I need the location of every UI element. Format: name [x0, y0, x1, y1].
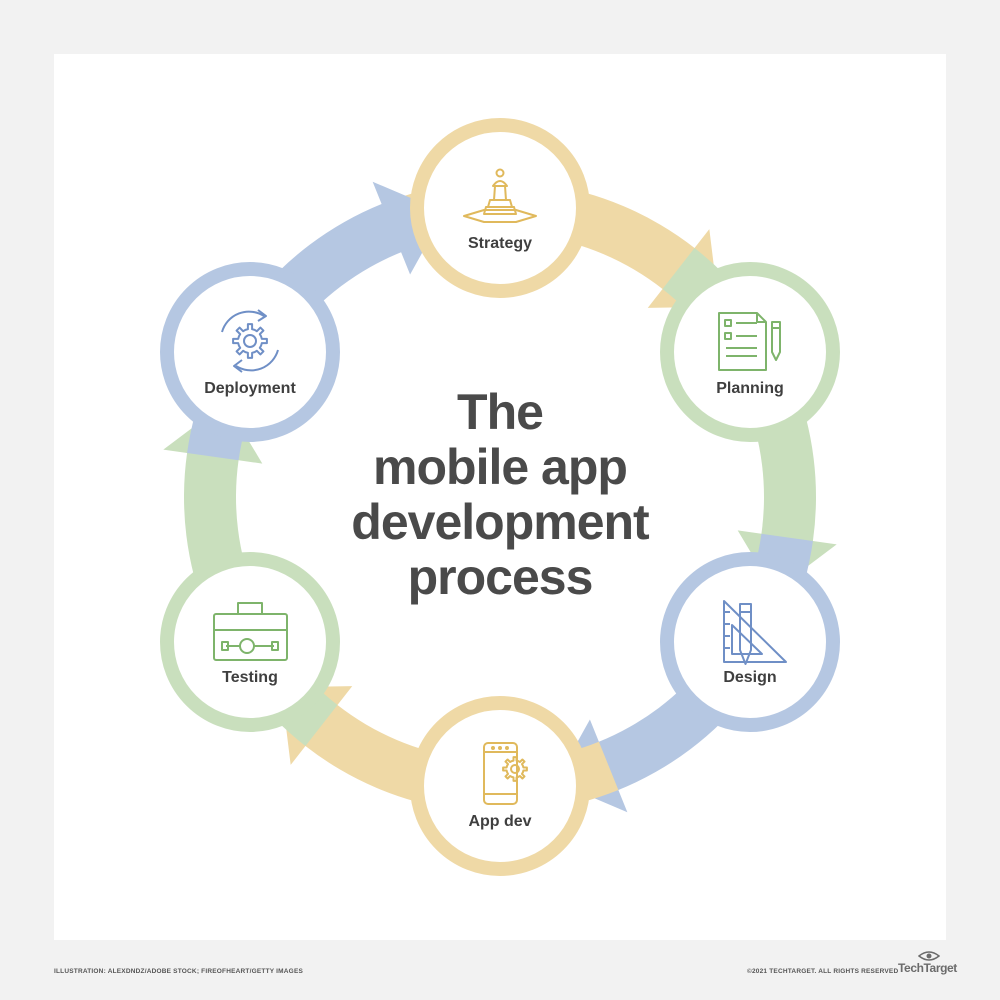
brand-logo: TechTarget: [898, 961, 957, 975]
document-pencil-icon: [718, 312, 781, 371]
flow-arrow-planning: [662, 247, 837, 592]
stage-label-strategy: Strategy: [467, 235, 533, 252]
stage-label-planning: Planning: [716, 380, 784, 397]
copyright-notice: ©2021 TECHTARGET. ALL RIGHTS RESERVED: [747, 968, 899, 975]
stage-label-design: Design: [723, 669, 777, 686]
ruler-pencil-icon: [723, 600, 787, 665]
title-line-2: mobile app: [373, 439, 628, 495]
toolbox-icon: [213, 602, 288, 661]
title-line-1: The: [457, 384, 544, 440]
gear-cycle-icon: [221, 309, 279, 373]
diagram-title: The mobile app development process: [300, 385, 700, 605]
stage-node-planning: [660, 262, 840, 442]
title-line-3: development: [351, 494, 649, 550]
stage-label-deployment: Deployment: [204, 380, 296, 397]
stage-label-testing: Testing: [222, 669, 278, 686]
stage-node-deployment: [160, 262, 340, 442]
stage-label-app-dev: App dev: [468, 813, 532, 830]
eye-logo-icon: [918, 951, 940, 961]
stage-node-app-dev: [410, 696, 590, 876]
chess-piece-icon: [463, 168, 537, 223]
stage-node-testing: [160, 552, 340, 732]
flow-arrow-testing: [163, 402, 338, 747]
phone-gear-icon: [483, 742, 528, 805]
title-line-4: process: [407, 549, 594, 605]
illustration-credit: ILLUSTRATION: ALEXDNDZ/ADOBE STOCK; FIRE…: [54, 968, 304, 975]
